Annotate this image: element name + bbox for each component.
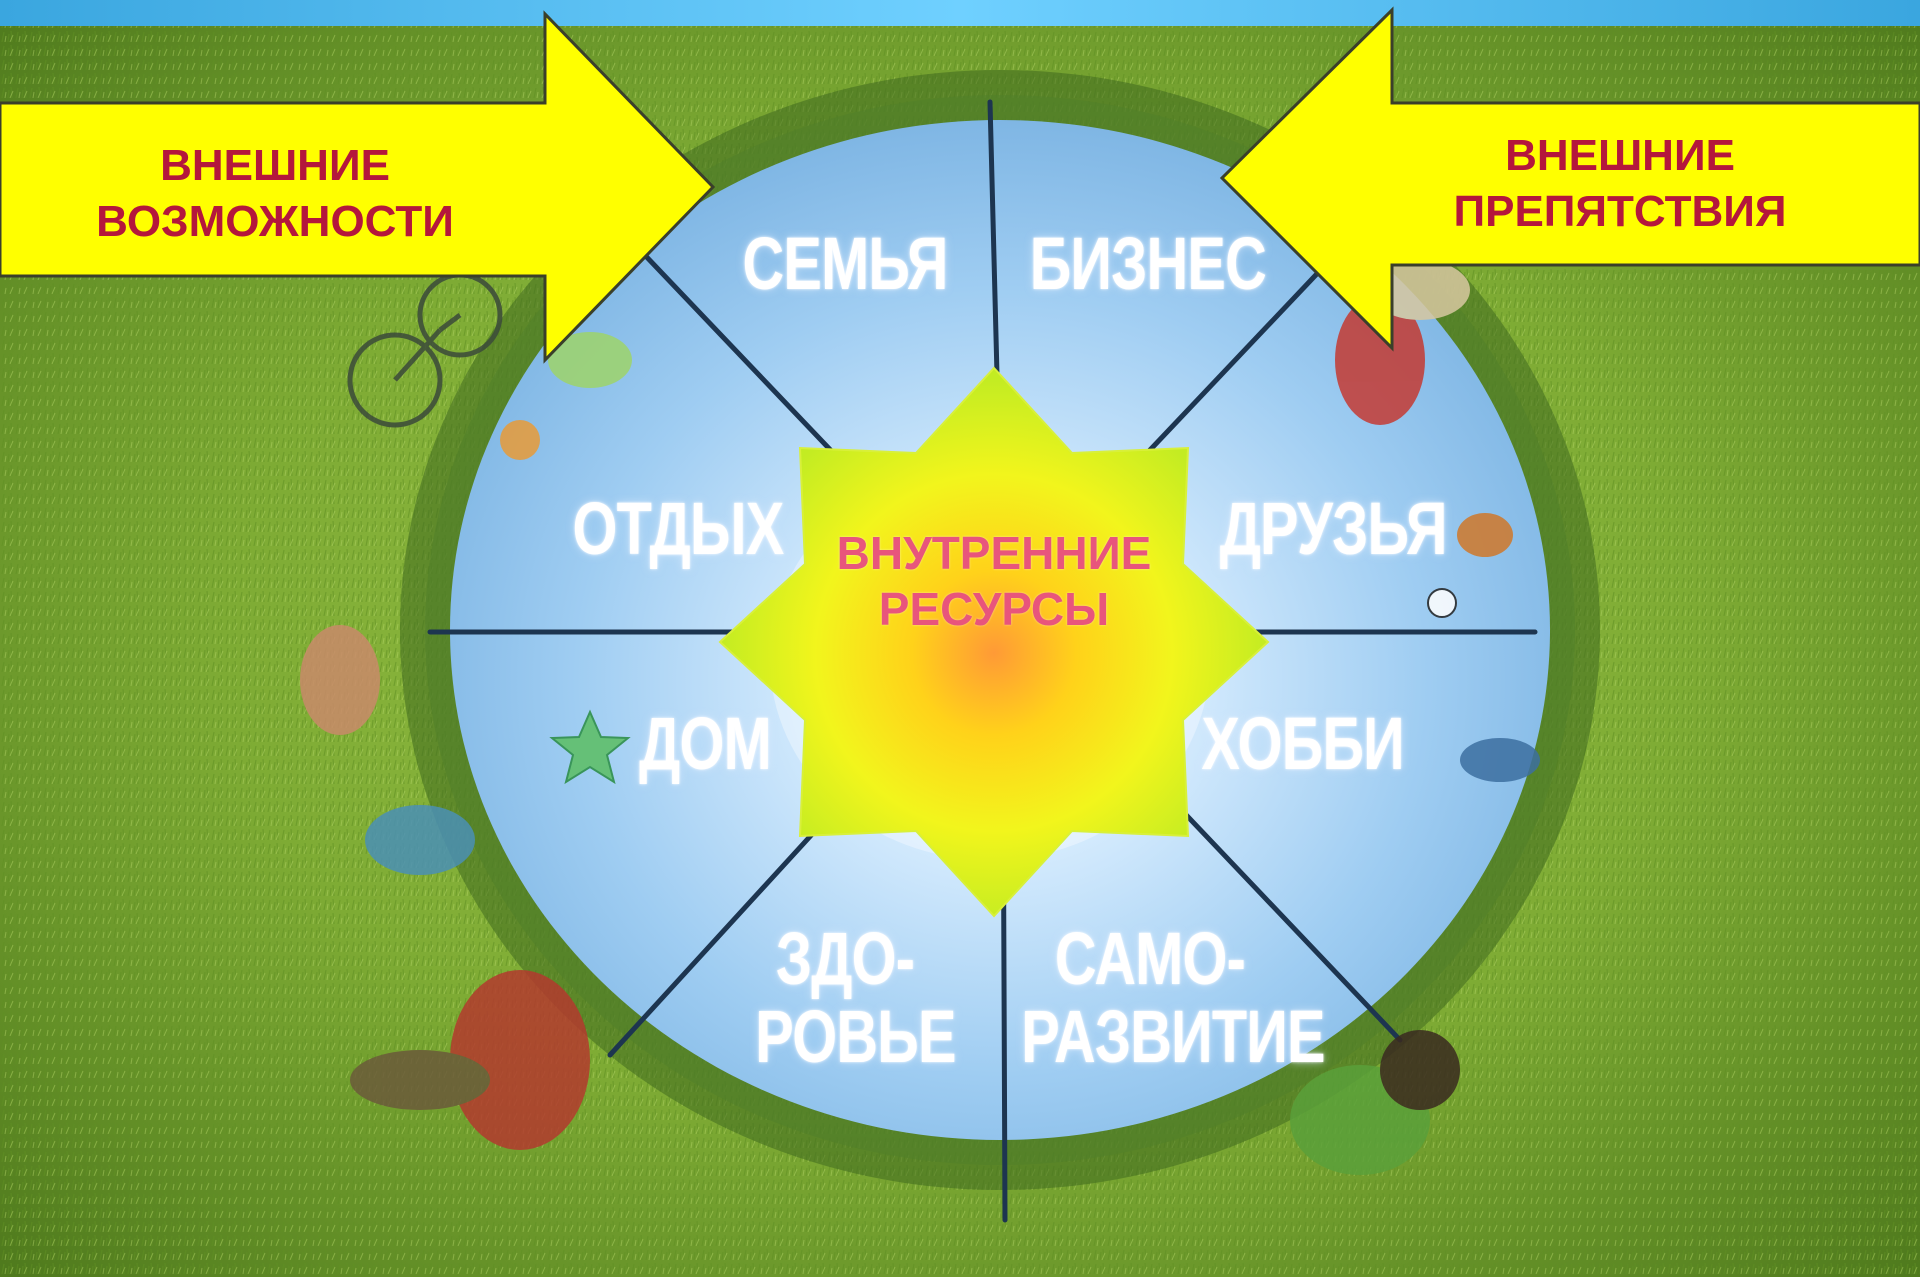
segment-selfdev-line2: РАЗВИТИЕ bbox=[1021, 995, 1325, 1078]
segment-hobby: ХОББИ bbox=[1201, 702, 1404, 785]
person-icon bbox=[1380, 1030, 1460, 1110]
segment-business: БИЗНЕС bbox=[1029, 222, 1267, 305]
person-shorts-icon bbox=[548, 332, 632, 388]
eight-point-star-icon bbox=[718, 366, 1270, 918]
divider-top-right bbox=[1147, 257, 1333, 453]
person-icon bbox=[500, 420, 540, 460]
internal-resources-line2: РЕСУРСЫ bbox=[878, 583, 1110, 635]
person-icon bbox=[1335, 295, 1425, 425]
soccer-ball-icon bbox=[1427, 588, 1457, 618]
person-shorts-icon bbox=[1370, 260, 1470, 320]
segment-friends: ДРУЗЬЯ bbox=[1219, 487, 1448, 570]
right-arrow-icon bbox=[0, 10, 716, 364]
segment-selfdev-line1: САМО- bbox=[1054, 917, 1246, 1000]
person-icon bbox=[1457, 513, 1513, 557]
internal-resources-label: ВНУТРЕННИЕ РЕСУРСЫ bbox=[794, 525, 1194, 637]
external-opportunities-line2: ВОЗМОЖНОСТИ bbox=[96, 197, 454, 246]
segment-health: ЗДО- РОВЬЕ bbox=[755, 917, 956, 1078]
child-icon bbox=[365, 805, 475, 875]
external-obstacles-label: ВНЕШНИЕ ПРЕПЯТСТВИЯ bbox=[1410, 128, 1830, 240]
decorative-people bbox=[300, 260, 1540, 1175]
person-icon bbox=[450, 970, 590, 1150]
external-opportunities-label: ВНЕШНИЕ ВОЗМОЖНОСТИ bbox=[65, 138, 485, 250]
segment-health-line1: ЗДО- bbox=[775, 917, 915, 1000]
segment-health-line2: РОВЬЕ bbox=[755, 995, 956, 1078]
small-star-icon bbox=[549, 709, 631, 785]
person-legs-icon bbox=[350, 1050, 490, 1110]
person-icon bbox=[1460, 738, 1540, 782]
segment-family: СЕМЬЯ bbox=[742, 222, 949, 305]
internal-resources-line1: ВНУТРЕННИЕ bbox=[836, 527, 1152, 579]
bicycle-icon bbox=[347, 272, 503, 428]
divider-top bbox=[987, 99, 1000, 378]
segment-rest: ОТДЫХ bbox=[572, 487, 785, 570]
external-opportunities-line1: ВНЕШНИЕ bbox=[160, 141, 390, 190]
segment-selfdev: САМО- РАЗВИТИЕ bbox=[1021, 917, 1325, 1078]
top-bar bbox=[0, 0, 1920, 26]
divider-top-left bbox=[637, 247, 843, 463]
person-icon bbox=[300, 625, 380, 735]
segment-home: ДОМ bbox=[639, 702, 772, 785]
external-obstacles-line1: ВНЕШНИЕ bbox=[1505, 131, 1735, 180]
divider-lines bbox=[427, 99, 1538, 1223]
left-arrow-icon bbox=[1219, 6, 1920, 352]
external-obstacles-line2: ПРЕПЯТСТВИЯ bbox=[1453, 187, 1787, 236]
